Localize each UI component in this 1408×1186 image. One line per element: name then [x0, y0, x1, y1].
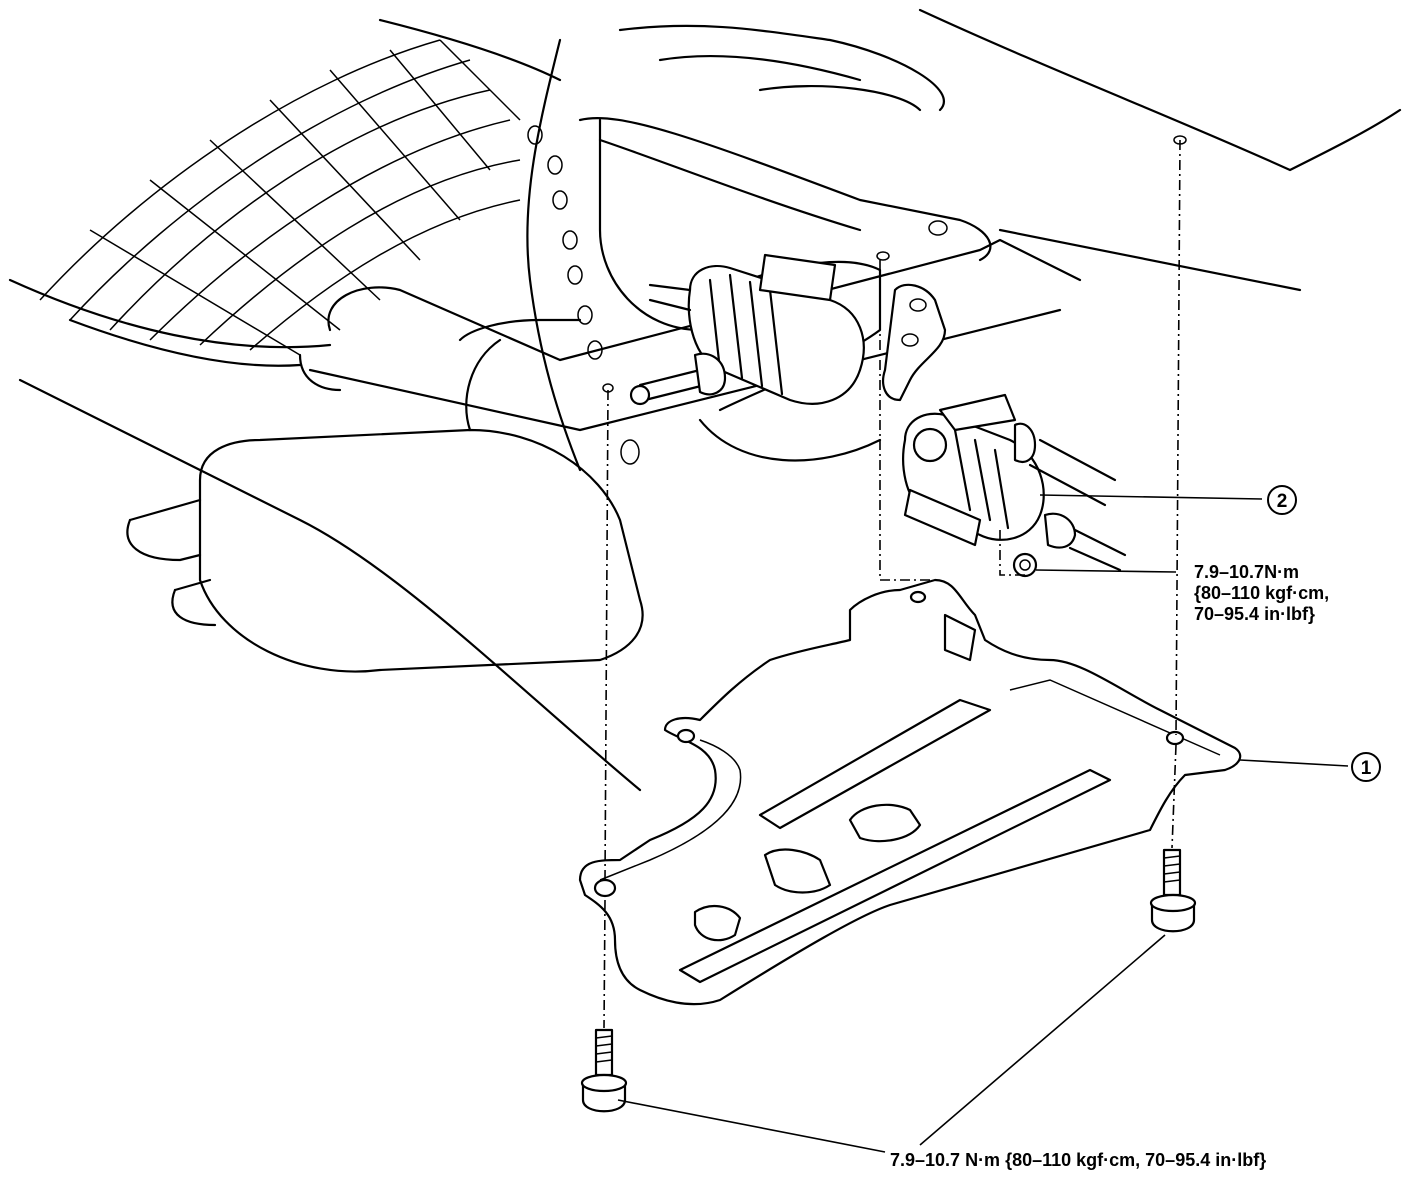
mounting-bracket	[882, 283, 947, 402]
upper-cylinder-assembly	[629, 253, 865, 406]
exhaust-muffler	[126, 318, 644, 673]
torque-spec-bolts: 7.9–10.7 N·m {80–110 kgf·cm, 70–95.4 in·…	[890, 1150, 1267, 1170]
callout-1: 1	[1351, 752, 1381, 782]
callout-1-number: 1	[1361, 758, 1372, 779]
leader-lines	[617, 494, 1349, 1153]
torque-spec-nut-line1: 7.9–10.7N·m	[1194, 562, 1300, 582]
bolt-right	[1149, 848, 1197, 933]
torque-spec-nut: 7.9–10.7N·m {80–110 kgf·cm, 70–95.4 in·l…	[1194, 562, 1329, 625]
mesh-grille	[39, 39, 521, 356]
torque-spec-nut-line3: 70–95.4 in·lbf}	[1194, 604, 1316, 624]
frame-holes	[527, 125, 948, 465]
callout-2: 2	[1267, 485, 1297, 515]
torque-spec-nut-line2: {80–110 kgf·cm,	[1194, 583, 1330, 603]
bolt-left	[580, 1028, 628, 1113]
vehicle-underbody-outline	[8, 8, 1402, 792]
clutch-release-cylinder	[902, 393, 1127, 578]
alignment-lines	[602, 135, 1187, 1029]
callout-2-number: 2	[1277, 491, 1288, 512]
under-cover-plate	[578, 578, 1242, 1006]
